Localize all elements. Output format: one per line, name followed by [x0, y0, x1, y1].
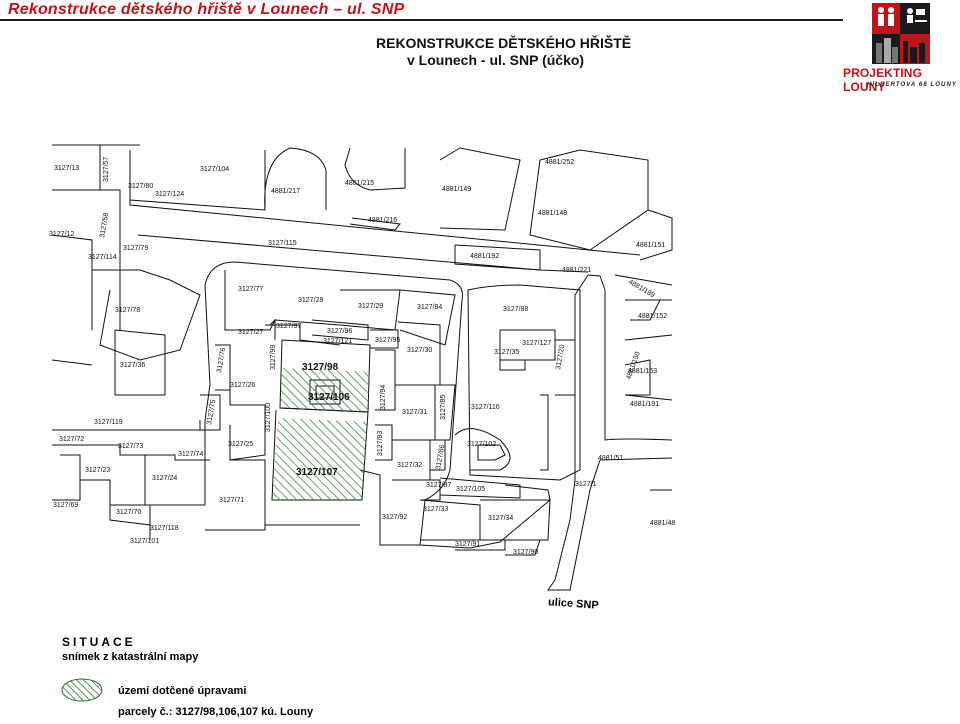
parcel-label: 4881/153 [628, 368, 657, 375]
parcel-label: 3127/106 [308, 392, 350, 403]
parcel-label: 3127/104 [200, 166, 229, 173]
parcel-label: 3127/32 [397, 462, 422, 469]
logo-figures-icon [878, 7, 927, 26]
parcel-label: 4881/191 [630, 401, 659, 408]
parcel-label: 3127/28 [298, 297, 323, 304]
parcel-label: 3127/100 [265, 403, 272, 432]
document-title: Rekonstrukce dětského hřiště v Lounech –… [8, 1, 405, 18]
parcel-label: 3127/95 [375, 337, 400, 344]
parcel-label: 3127/114 [88, 254, 117, 261]
hatched-area-3127-107 [272, 418, 368, 500]
parcel-label: 3127/27 [238, 329, 263, 336]
parcel-label: 4881/217 [271, 188, 300, 195]
parcel-label: 3127/58 [99, 212, 110, 238]
parcel-label: 3127/107 [296, 467, 338, 478]
parcel-label: 4881/151 [636, 242, 665, 249]
parcel-label: 3127/94 [380, 385, 387, 410]
parcel-label: 3127/124 [155, 191, 184, 198]
parcel-label: 3127/97 [276, 323, 301, 330]
parcel-label: 3127/86 [435, 444, 446, 470]
parcel-label: 3127/116 [471, 404, 500, 411]
parcel-label: 3127/91 [455, 541, 480, 548]
parcel-label: 3127/57 [103, 157, 110, 182]
parcel-label: 3127/88 [503, 306, 528, 313]
legend-parcels-label: parcely č.: 3127/98,106,107 kú. Louny [118, 706, 314, 718]
parcel-label: 3127/102 [467, 441, 496, 448]
parcel-label: 4881/215 [345, 180, 374, 187]
parcel-label: 3127/25 [228, 441, 253, 448]
parcel-label: 3127/69 [53, 502, 78, 509]
parcel-label: 3127/105 [456, 486, 485, 493]
parcel-label: 4881/149 [442, 186, 471, 193]
parcel-label: 3127/121 [323, 338, 352, 345]
parcel-label: 3127/34 [488, 515, 513, 522]
parcel-label: 4881/152 [638, 313, 667, 320]
parcel-label: 3127/119 [94, 419, 123, 426]
parcel-label: 3127/70 [116, 509, 141, 516]
parcel-label: 3127/78 [115, 307, 140, 314]
parcel-label: 4881/148 [538, 210, 567, 217]
parcel-label: 3127/115 [268, 240, 297, 247]
logo-address: HILBERTOVA 68 LOUNY [867, 82, 958, 88]
logo-name: PROJEKTING LOUNY [843, 66, 923, 94]
parcel-label: 3127/77 [238, 286, 263, 293]
parcel-label: 3127/79 [123, 245, 148, 252]
parcel-label: 3127/71 [219, 497, 244, 504]
parcel-label: 4881/221 [562, 267, 591, 274]
parcel-label: 3127/36 [120, 362, 145, 369]
parcel-label: 3127/127 [522, 340, 551, 347]
parcel-label: 4881/51 [598, 455, 623, 462]
parcel-label: 3127/101 [130, 538, 159, 545]
logo-buildings-icon [876, 38, 925, 63]
logo-dark-panel-top-right [900, 3, 930, 34]
title-underline [0, 19, 843, 21]
parcel-label: 3127/30 [407, 347, 432, 354]
parcel-label: 3127/12 [49, 231, 74, 238]
parcel-boundaries [51, 144, 673, 591]
parcel-label: 3127/75 [206, 399, 217, 425]
parcel-label: 3127/33 [423, 506, 448, 513]
parcel-label: 3127/13 [54, 165, 79, 172]
parcel-label: 3127/26 [230, 382, 255, 389]
parcel-label: 3127/73 [118, 443, 143, 450]
parcel-label: 3127/74 [178, 451, 203, 458]
legend-area-label: území dotčené úpravami [118, 685, 247, 697]
parcel-label: 3127/1 [575, 481, 597, 488]
parcel-label: 3127/35 [494, 349, 519, 356]
legend-hatch-swatch [61, 678, 103, 702]
parcel-label: 3127/20 [555, 344, 566, 370]
parcel-label: 3127/23 [85, 467, 110, 474]
parcel-label: 3127/98 [302, 362, 339, 373]
parcel-label: 3127/76 [216, 347, 227, 373]
parcel-label: 4881/150 [625, 351, 642, 381]
parcel-label: 3127/80 [128, 183, 153, 190]
parcel-label: 3127/118 [150, 525, 179, 532]
parcel-label: 3127/87 [426, 482, 451, 489]
parcel-label: 3127/85 [440, 395, 447, 420]
parcel-label: 3127/84 [417, 304, 442, 311]
parcel-label: 3127/93 [377, 431, 384, 456]
parcel-label: 4881/192 [470, 253, 499, 260]
map-heading-line1: REKONSTRUKCE DĚTSKÉHO HŘIŠTĚ [376, 35, 632, 51]
projekting-logo [872, 3, 930, 64]
parcel-label: 3127/96 [327, 328, 352, 335]
logo-red-panel-top-left [872, 3, 900, 34]
legend-heading: SITUACE [62, 635, 136, 649]
hatched-area-3127-98-106 [280, 368, 370, 412]
parcel-label: 3127/29 [358, 303, 383, 310]
parcel-label: 3127/24 [152, 475, 177, 482]
parcel-label: 3127/72 [59, 436, 84, 443]
parcel-label: 3127/92 [382, 514, 407, 521]
parcel-label: 4881/252 [545, 159, 574, 166]
parcel-label: 4881/216 [368, 217, 397, 224]
map-heading-line2: v Lounech - ul. SNP (účko) [407, 52, 585, 68]
parcel-label: 3127/99 [270, 345, 277, 370]
parcel-label: 3127/90 [513, 549, 538, 556]
map-heading: REKONSTRUKCE DĚTSKÉHO HŘIŠTĚ v Lounech -… [376, 35, 631, 69]
legend-subtitle: snímek z katastrální mapy [62, 651, 199, 663]
parcel-label: 4881/48 [650, 520, 675, 527]
parcel-label: 3127/31 [402, 409, 427, 416]
